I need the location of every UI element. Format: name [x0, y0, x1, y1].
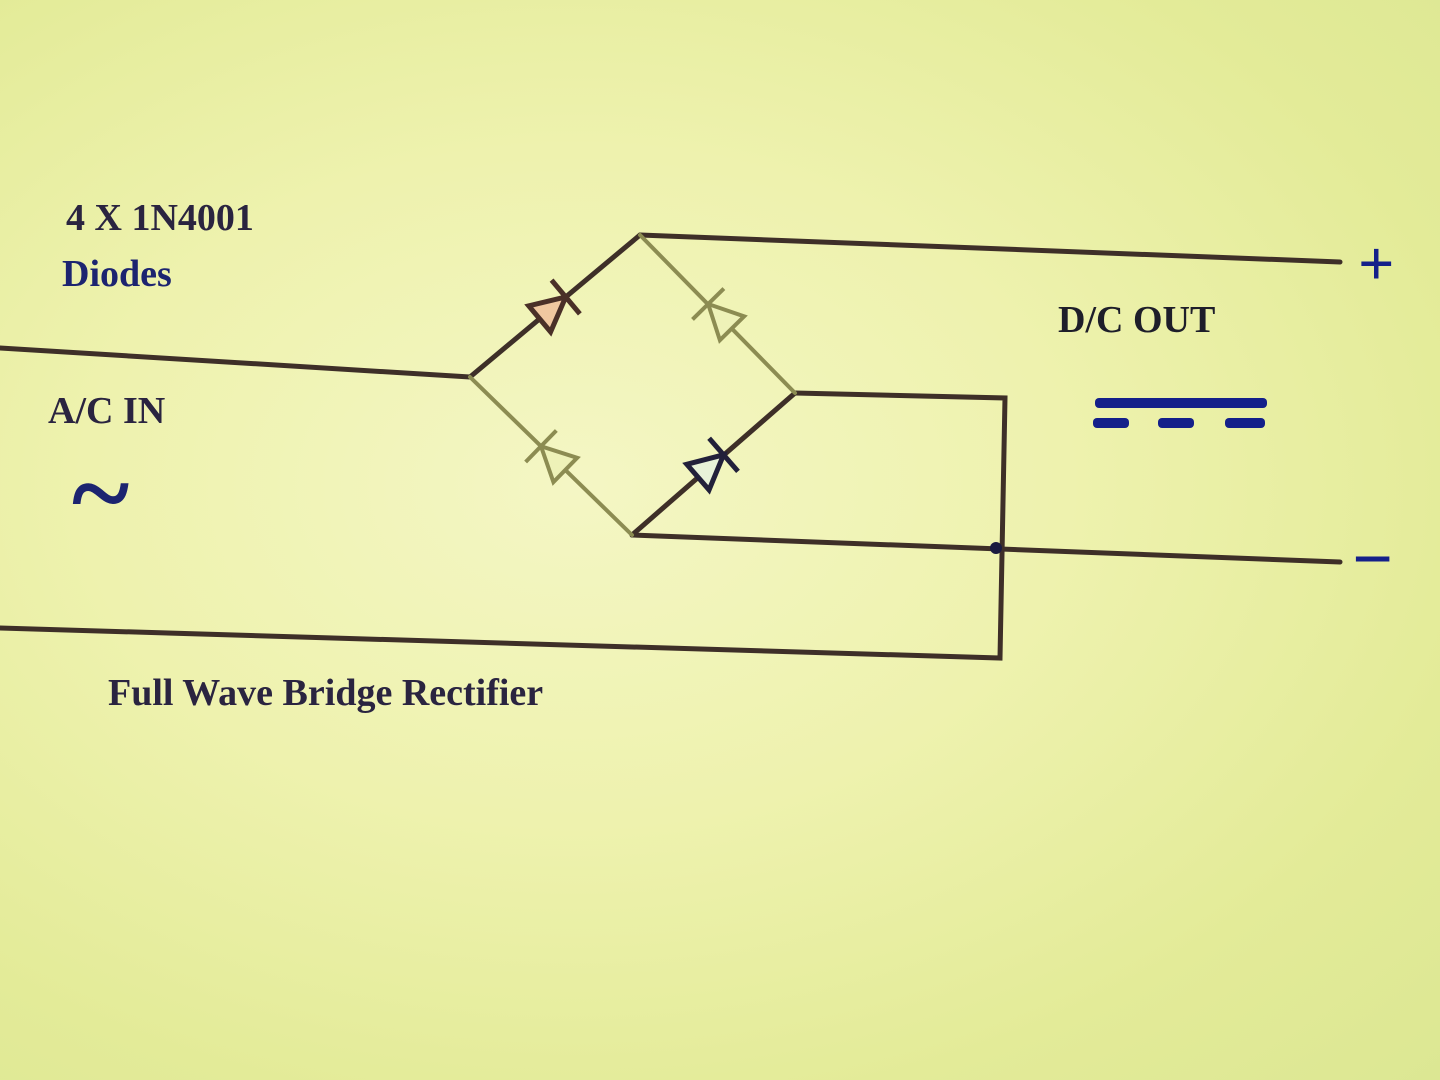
diode-d4: [682, 436, 740, 495]
ac-sine-icon: ~: [72, 432, 129, 554]
ac-in-label: A/C IN: [48, 390, 165, 432]
dc-symbol-icon: [1093, 398, 1267, 428]
negative-output-wire: [629, 532, 1343, 565]
junction-dot: [990, 542, 1002, 554]
dc-out-label: D/C OUT: [1058, 299, 1215, 341]
ac-input-wire-top: [0, 345, 473, 380]
ac-return-wire: [0, 390, 1008, 661]
diode-count-label: 4 X 1N4001: [66, 197, 254, 239]
positive-terminal: +: [1358, 228, 1394, 299]
positive-output-wire: [637, 232, 1343, 265]
diode-d1: [524, 278, 582, 337]
diagram-title: Full Wave Bridge Rectifier: [108, 672, 543, 714]
diode-d3: [524, 429, 581, 486]
diode-type-label: Diodes: [62, 253, 172, 295]
negative-terminal: −: [1352, 519, 1393, 599]
diode-d2: [691, 287, 748, 344]
